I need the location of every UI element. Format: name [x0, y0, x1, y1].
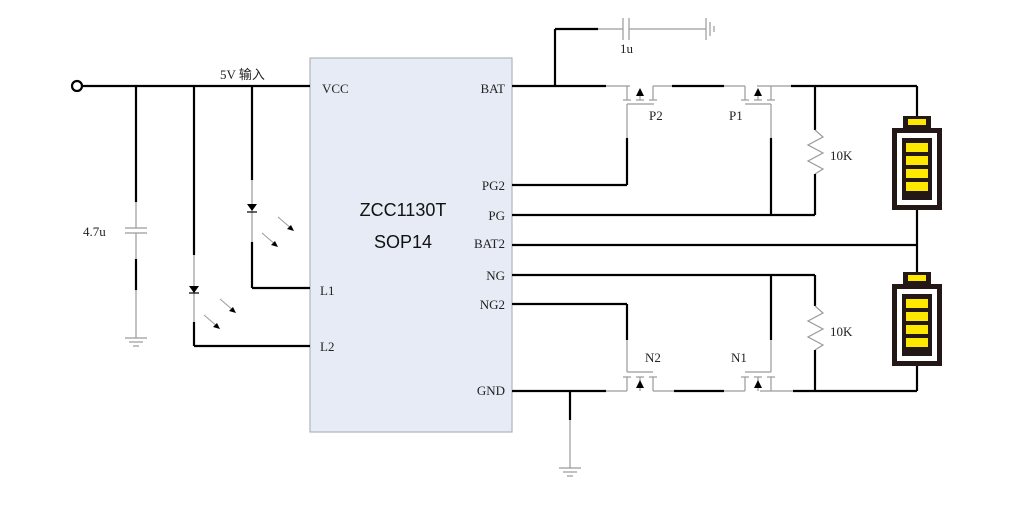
input-label: 5V 输入 — [220, 67, 265, 82]
pin-bat: BAT — [480, 81, 505, 96]
resistor-bottom-label: 10K — [830, 324, 853, 339]
chip-body — [309, 57, 513, 433]
input-cap-label: 4.7u — [83, 224, 106, 239]
pin-l2: L2 — [320, 339, 334, 354]
mosfet-p2-label: P2 — [649, 108, 663, 123]
pin-gnd: GND — [477, 383, 505, 398]
chip-name: ZCC1130T — [360, 200, 447, 220]
input-capacitor — [125, 86, 147, 347]
bat-cap-label: 1u — [620, 41, 634, 56]
mosfet-p1 — [724, 85, 791, 138]
chip-package: SOP14 — [374, 232, 432, 252]
pin-vcc: VCC — [322, 81, 349, 96]
pin-bat2: BAT2 — [474, 236, 505, 251]
battery-top — [892, 116, 942, 275]
mosfet-p1-label: P1 — [729, 108, 743, 123]
mosfet-p2 — [606, 85, 672, 138]
mosfet-n1 — [724, 340, 793, 392]
bat-capacitor — [553, 18, 715, 86]
mosfet-n1-label: N1 — [731, 350, 747, 365]
input-terminal — [70, 79, 84, 93]
led-l2 — [189, 86, 310, 348]
mosfet-n2 — [606, 340, 674, 392]
resistor-bottom — [806, 275, 825, 391]
battery-bottom — [892, 272, 942, 391]
resistor-top — [806, 86, 825, 215]
mosfet-n2-label: N2 — [645, 350, 661, 365]
ground-symbol — [559, 391, 581, 477]
led-l1 — [247, 86, 310, 290]
pin-pg2: PG2 — [482, 178, 505, 193]
resistor-top-label: 10K — [830, 148, 853, 163]
pin-ng: NG — [486, 268, 505, 283]
pin-pg: PG — [488, 208, 505, 223]
pin-l1: L1 — [320, 283, 334, 298]
pin-ng2: NG2 — [480, 297, 505, 312]
